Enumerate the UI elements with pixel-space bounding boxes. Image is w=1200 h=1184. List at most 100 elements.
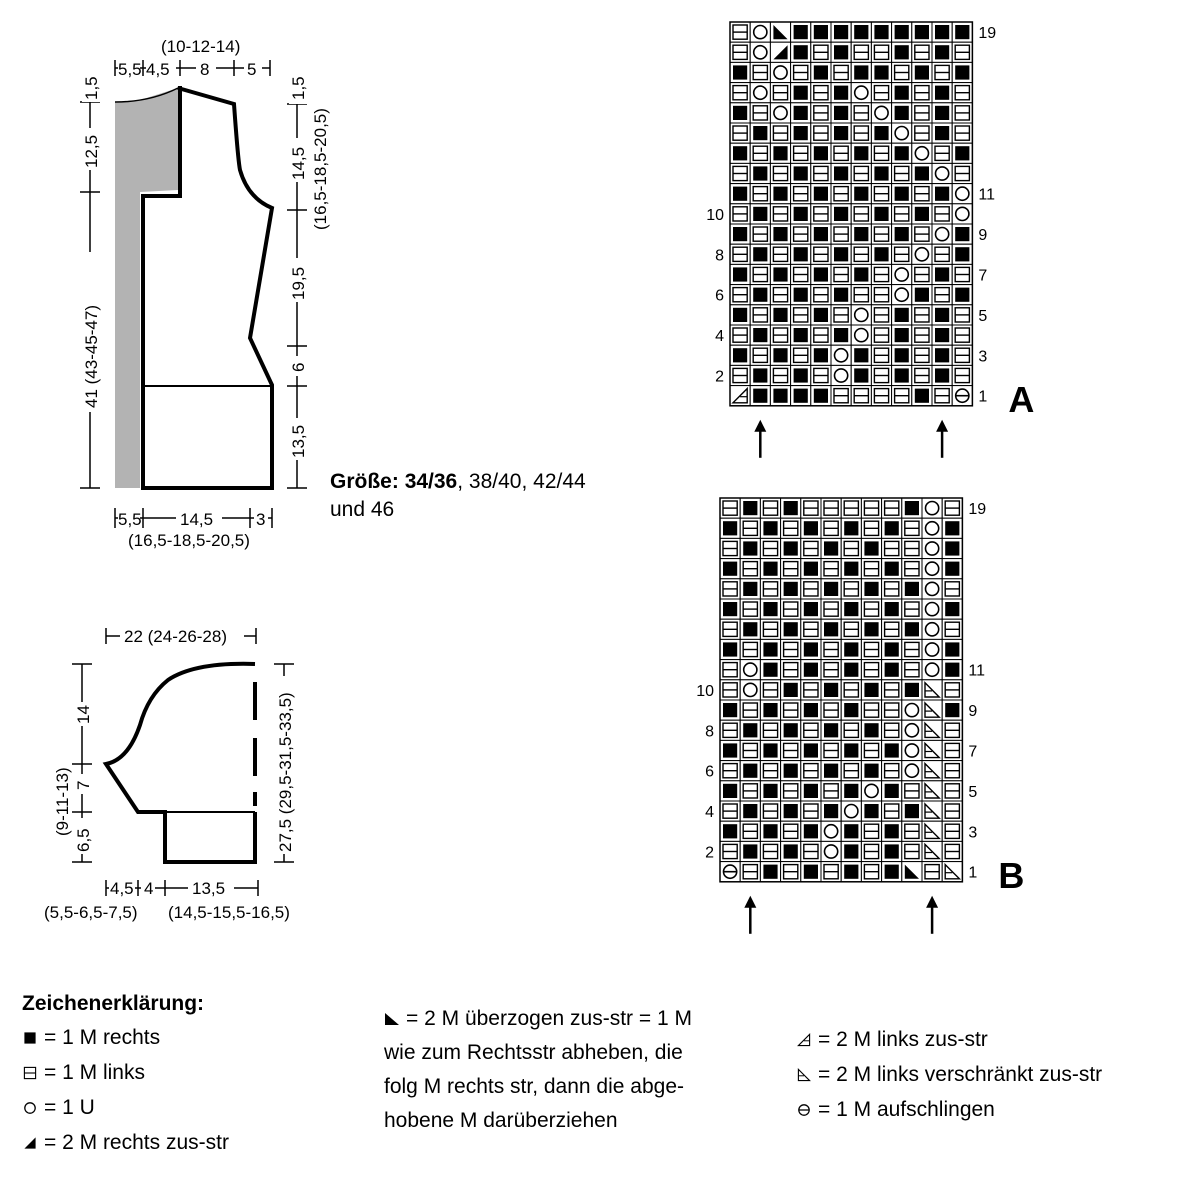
purl-stitch-icon bbox=[769, 82, 792, 104]
purl-stitch-icon bbox=[810, 41, 832, 63]
knit-stitch-icon bbox=[719, 820, 741, 842]
yarn-over-icon bbox=[921, 638, 943, 661]
purl-stitch-icon bbox=[901, 840, 923, 863]
knit-stitch-icon bbox=[911, 203, 933, 225]
p2tog-icon bbox=[729, 385, 751, 407]
knit-stitch-icon bbox=[800, 598, 822, 620]
purl-stitch-icon bbox=[719, 578, 741, 600]
knit-stitch-icon bbox=[951, 21, 973, 43]
purl-stitch-icon bbox=[739, 820, 761, 842]
knit-stitch-icon bbox=[891, 183, 913, 205]
knit-stitch-icon bbox=[729, 183, 751, 205]
purl-stitch-icon bbox=[921, 861, 943, 883]
row-number: 9 bbox=[978, 227, 987, 244]
knit-stitch-icon bbox=[840, 780, 862, 802]
knit-stitch-icon bbox=[830, 284, 852, 306]
knit-stitch-icon bbox=[860, 760, 883, 782]
knit-stitch-icon bbox=[820, 800, 842, 822]
purl-stitch-icon bbox=[870, 304, 893, 326]
knit-stitch-icon bbox=[759, 739, 782, 762]
top-part-3: 8 bbox=[200, 60, 209, 79]
row-number: 11 bbox=[978, 187, 995, 204]
purl-stitch-icon bbox=[780, 861, 802, 883]
purl-stitch-icon bbox=[759, 578, 782, 600]
p2tog-tbl-icon bbox=[921, 699, 943, 721]
knit-stitch-icon bbox=[739, 537, 761, 560]
knit-stitch-icon bbox=[931, 183, 953, 205]
knit-stitch-icon bbox=[729, 102, 751, 124]
p2tog-tbl-icon bbox=[921, 760, 943, 782]
purl-stitch-icon bbox=[800, 497, 822, 519]
row-number: 4 bbox=[705, 804, 714, 821]
knit-stitch-icon bbox=[739, 719, 761, 741]
knit-stitch-icon bbox=[881, 820, 903, 842]
knit-stitch-icon bbox=[790, 162, 812, 185]
knit-stitch-icon bbox=[951, 223, 973, 245]
row-number: 7 bbox=[978, 268, 987, 285]
yarn-over-icon bbox=[911, 142, 933, 164]
purl-stitch-icon bbox=[729, 284, 751, 306]
purl-stitch-icon bbox=[729, 162, 751, 185]
knit-stitch-icon bbox=[850, 223, 872, 245]
purl-stitch-icon bbox=[780, 638, 802, 661]
yarn-over-icon bbox=[891, 122, 913, 144]
row-number: 10 bbox=[696, 683, 714, 700]
purl-stitch-icon bbox=[881, 760, 903, 782]
purl-stitch-icon bbox=[951, 82, 973, 104]
p2tog-tbl-icon bbox=[941, 861, 963, 883]
knit-stitch-icon bbox=[820, 760, 842, 782]
purl-stitch-icon bbox=[911, 344, 933, 366]
knit-stitch-icon bbox=[840, 638, 862, 661]
sleeve-outline bbox=[102, 661, 257, 864]
knit-stitch-icon bbox=[931, 122, 953, 144]
knit-stitch-icon bbox=[860, 537, 883, 560]
purl-stitch-icon bbox=[850, 122, 872, 144]
purl-stitch-icon bbox=[860, 820, 883, 842]
knit-stitch-icon bbox=[769, 263, 792, 286]
purl-stitch-icon bbox=[810, 203, 832, 225]
knit-stitch-icon bbox=[931, 82, 953, 104]
knit-stitch-icon bbox=[881, 598, 903, 620]
row-number: 8 bbox=[715, 247, 724, 264]
row-number: 1 bbox=[978, 389, 987, 406]
yarn-over-icon bbox=[921, 537, 943, 560]
knit-stitch-icon bbox=[719, 598, 741, 620]
purl-stitch-icon bbox=[951, 344, 973, 366]
yarn-over-icon bbox=[739, 679, 761, 701]
purl-stitch-icon bbox=[911, 223, 933, 245]
purl-stitch-icon bbox=[749, 304, 771, 326]
purl-stitch-icon bbox=[941, 739, 963, 762]
purl-stitch-icon bbox=[830, 142, 852, 164]
purl-stitch-icon bbox=[830, 385, 852, 407]
row-number: 6 bbox=[715, 288, 724, 305]
knit-stitch-icon bbox=[941, 558, 963, 580]
yarn-over-icon bbox=[901, 719, 923, 741]
knit-stitch-icon bbox=[931, 304, 953, 326]
knit-stitch-icon bbox=[790, 364, 812, 387]
knit-stitch-icon bbox=[911, 61, 933, 84]
purl-stitch-icon bbox=[891, 61, 913, 84]
knit-stitch-icon bbox=[901, 618, 923, 640]
purl-stitch-icon bbox=[870, 324, 893, 346]
knit-stitch-icon bbox=[780, 618, 802, 640]
knit-stitch-icon bbox=[951, 142, 973, 164]
purl-stitch-icon bbox=[941, 820, 963, 842]
knit-stitch-icon bbox=[881, 659, 903, 681]
purl-stitch-icon bbox=[881, 618, 903, 640]
knit-stitch-icon bbox=[790, 21, 812, 43]
row-number: 19 bbox=[978, 25, 996, 42]
purl-stitch-icon bbox=[719, 497, 741, 519]
purl-stitch-icon bbox=[729, 122, 751, 144]
knit-stitch-icon bbox=[769, 223, 792, 245]
purl-stitch-icon bbox=[739, 638, 761, 661]
purl-stitch-icon bbox=[810, 162, 832, 185]
row-number: 3 bbox=[978, 348, 987, 365]
top-part-1: 5,5 bbox=[118, 60, 142, 79]
yarn-over-icon bbox=[921, 618, 943, 640]
left-dim-labels: 1,5 12,5 41 (43-45-47) bbox=[82, 76, 101, 412]
yarn-over-icon bbox=[901, 739, 923, 762]
purl-stitch-icon bbox=[951, 41, 973, 63]
purl-stitch-icon bbox=[881, 800, 903, 822]
purl-stitch-icon bbox=[769, 203, 792, 225]
